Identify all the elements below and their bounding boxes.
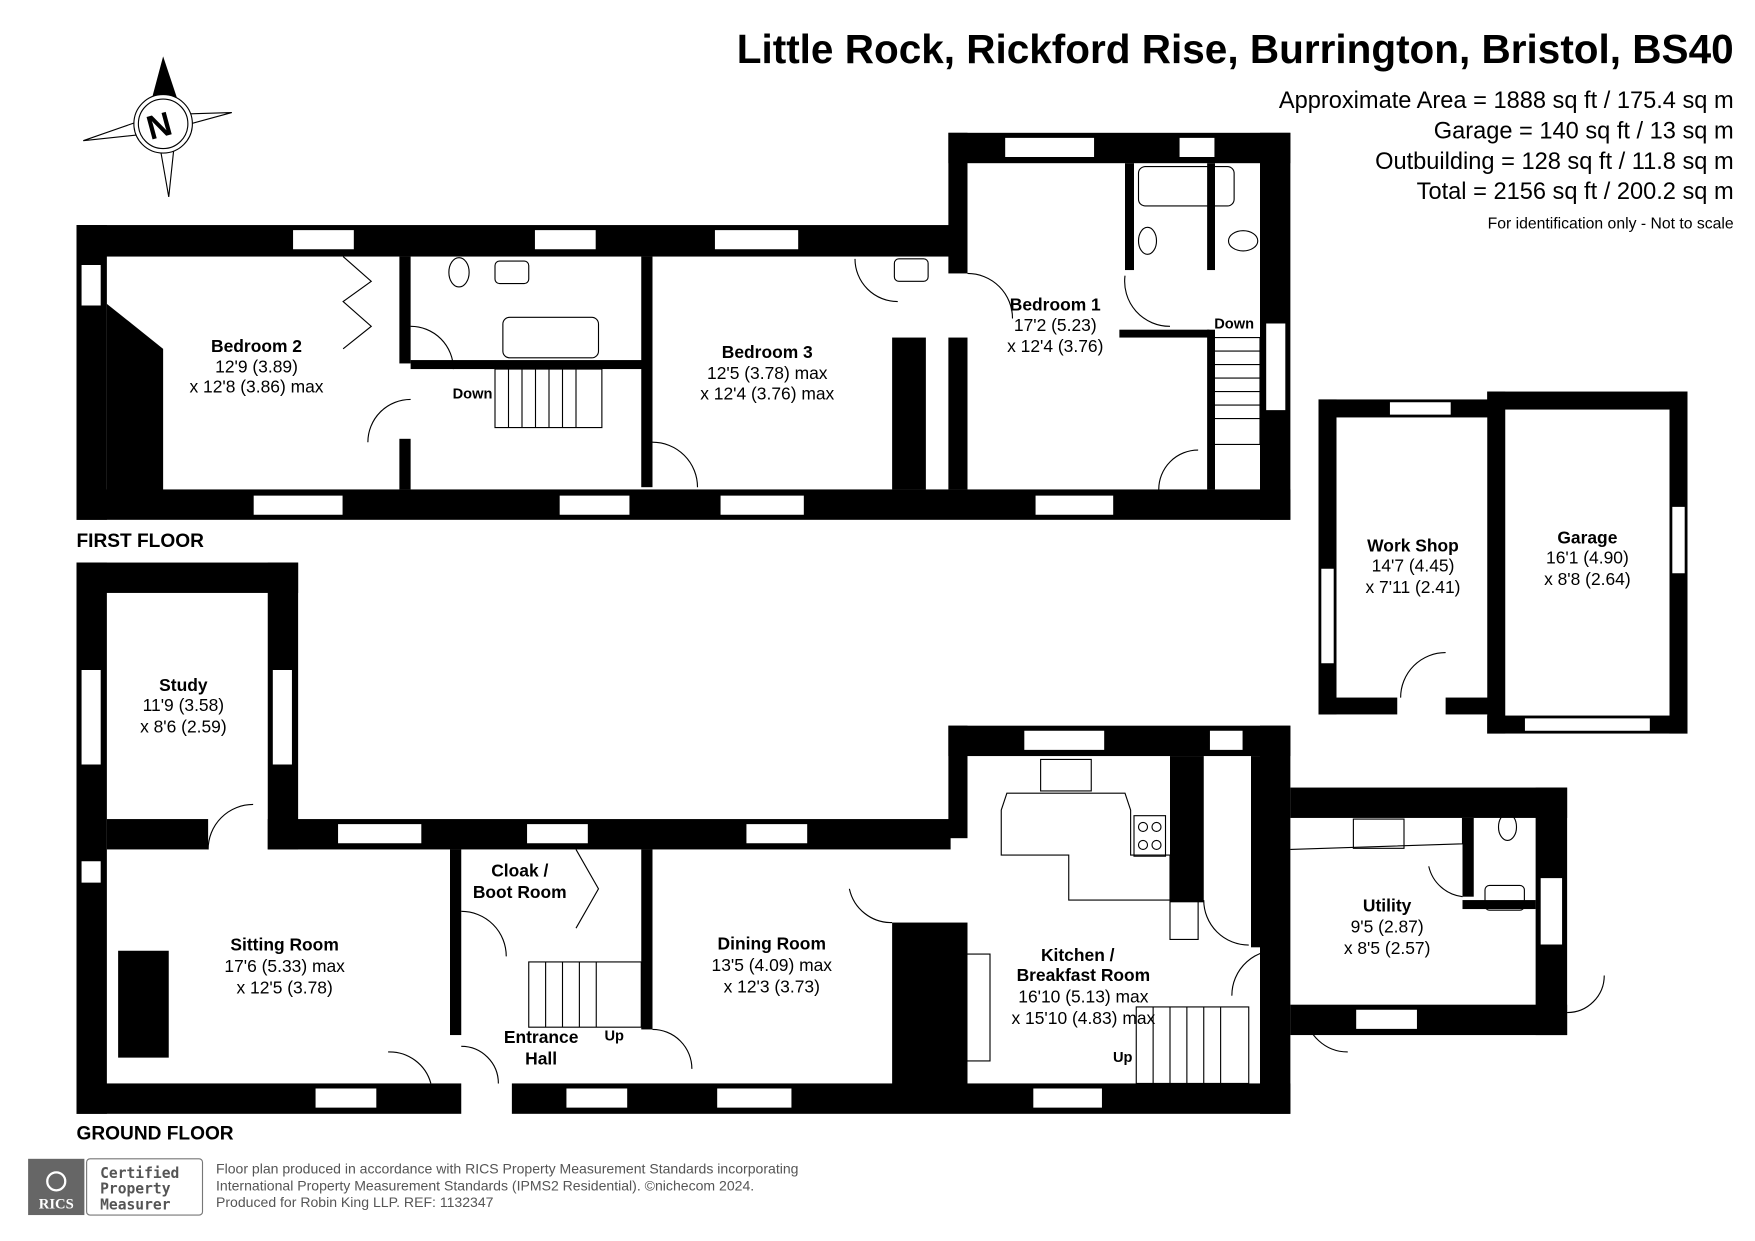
room-dim-garage: 16'1 (4.90): [1546, 548, 1629, 568]
room-dim-utility-2: x 8'5 (2.57): [1344, 938, 1431, 958]
outbuilding-walls: [1318, 391, 1688, 734]
property-title: Little Rock, Rickford Rise, Burrington, …: [737, 26, 1734, 72]
room-name-bedroom-3: Bedroom 3: [722, 342, 813, 362]
footer-line-1: Floor plan produced in accordance with R…: [216, 1160, 798, 1176]
room-dim-kitchen: 16'10 (5.13) max: [1018, 986, 1148, 1006]
room-dim-utility: 9'5 (2.87): [1351, 917, 1424, 937]
total-area: Total = 2156 sq ft / 200.2 sq m: [1417, 179, 1734, 205]
badge-line-2: Property: [100, 1181, 171, 1198]
outbuilding-area: Outbuilding = 128 sq ft / 11.8 sq m: [1375, 149, 1734, 175]
room-name-hall: Hall: [525, 1048, 557, 1068]
room-dim-bedroom-1-2: x 12'4 (3.76): [1007, 336, 1103, 356]
room-name-breakfast-room: Breakfast Room: [1017, 965, 1151, 985]
room-name-entrance: Entrance: [504, 1027, 579, 1047]
ground-floor-label: GROUND FLOOR: [77, 1124, 234, 1145]
room-dim-bedroom-2: 12'9 (3.89): [215, 356, 298, 376]
room-dim-study-2: x 8'6 (2.59): [140, 716, 227, 736]
room-name-bedroom-1: Bedroom 1: [1010, 295, 1101, 315]
stairs-down-label-2: Down: [1214, 317, 1254, 333]
room-dim-work-shop-2: x 7'11 (2.41): [1365, 577, 1460, 597]
room-dim-dining-room: 13'5 (4.09) max: [712, 955, 833, 975]
room-name-kitchen: Kitchen /: [1041, 945, 1115, 965]
stairs-up-label-2: Up: [1113, 1050, 1133, 1066]
room-name-garage: Garage: [1557, 527, 1617, 547]
room-name-boot-room: Boot Room: [473, 882, 567, 902]
room-dim-garage-2: x 8'8 (2.64): [1544, 569, 1631, 589]
room-name-work-shop: Work Shop: [1367, 535, 1459, 555]
room-dim-bedroom-2-2: x 12'8 (3.86) max: [189, 377, 323, 397]
rics-badge: RICS Certified Property Measurer: [28, 1158, 204, 1216]
room-name-dining-room: Dining Room: [718, 934, 826, 954]
room-dim-sitting-room: 17'6 (5.33) max: [224, 956, 345, 976]
ground-floor-walls: [76, 562, 1605, 1114]
room-dim-dining-room-2: x 12'3 (3.73): [724, 976, 820, 996]
room-name-bedroom-2: Bedroom 2: [211, 336, 302, 356]
room-name-utility: Utility: [1363, 895, 1412, 915]
room-dim-study: 11'9 (3.58): [143, 695, 224, 715]
room-dim-bedroom-3-2: x 12'4 (3.76) max: [700, 383, 834, 403]
disclaimer: For identification only - Not to scale: [1488, 215, 1734, 232]
room-dim-bedroom-1: 17'2 (5.23): [1014, 315, 1097, 335]
room-name-study: Study: [159, 675, 208, 695]
compass-icon: N: [83, 56, 232, 198]
badge-line-1: Certified: [100, 1165, 179, 1182]
rics-lion-icon: [46, 1171, 67, 1192]
first-floor-label: FIRST FLOOR: [77, 531, 205, 552]
badge-line-3: Measurer: [100, 1196, 171, 1213]
room-dim-kitchen-2: x 15'10 (4.83) max: [1012, 1008, 1156, 1028]
footer-line-2: International Property Measurement Stand…: [216, 1177, 754, 1193]
first-floor-walls: [76, 132, 1291, 520]
room-dim-bedroom-3: 12'5 (3.78) max: [707, 363, 828, 383]
room-dim-work-shop: 14'7 (4.45): [1372, 556, 1455, 576]
room-dim-sitting-room-2: x 12'5 (3.78): [236, 977, 332, 997]
room-name-cloak-room: Cloak /: [491, 860, 548, 880]
stairs-up-label: Up: [605, 1029, 625, 1045]
footer-line-3: Produced for Robin King LLP. REF: 113234…: [216, 1194, 494, 1210]
approximate-area: Approximate Area = 1888 sq ft / 175.4 sq…: [1279, 88, 1734, 114]
room-name-sitting-room: Sitting Room: [230, 935, 338, 955]
rics-logo-text: RICS: [39, 1196, 74, 1212]
garage-area: Garage = 140 sq ft / 13 sq m: [1434, 118, 1734, 144]
stairs-down-label: Down: [453, 386, 493, 402]
